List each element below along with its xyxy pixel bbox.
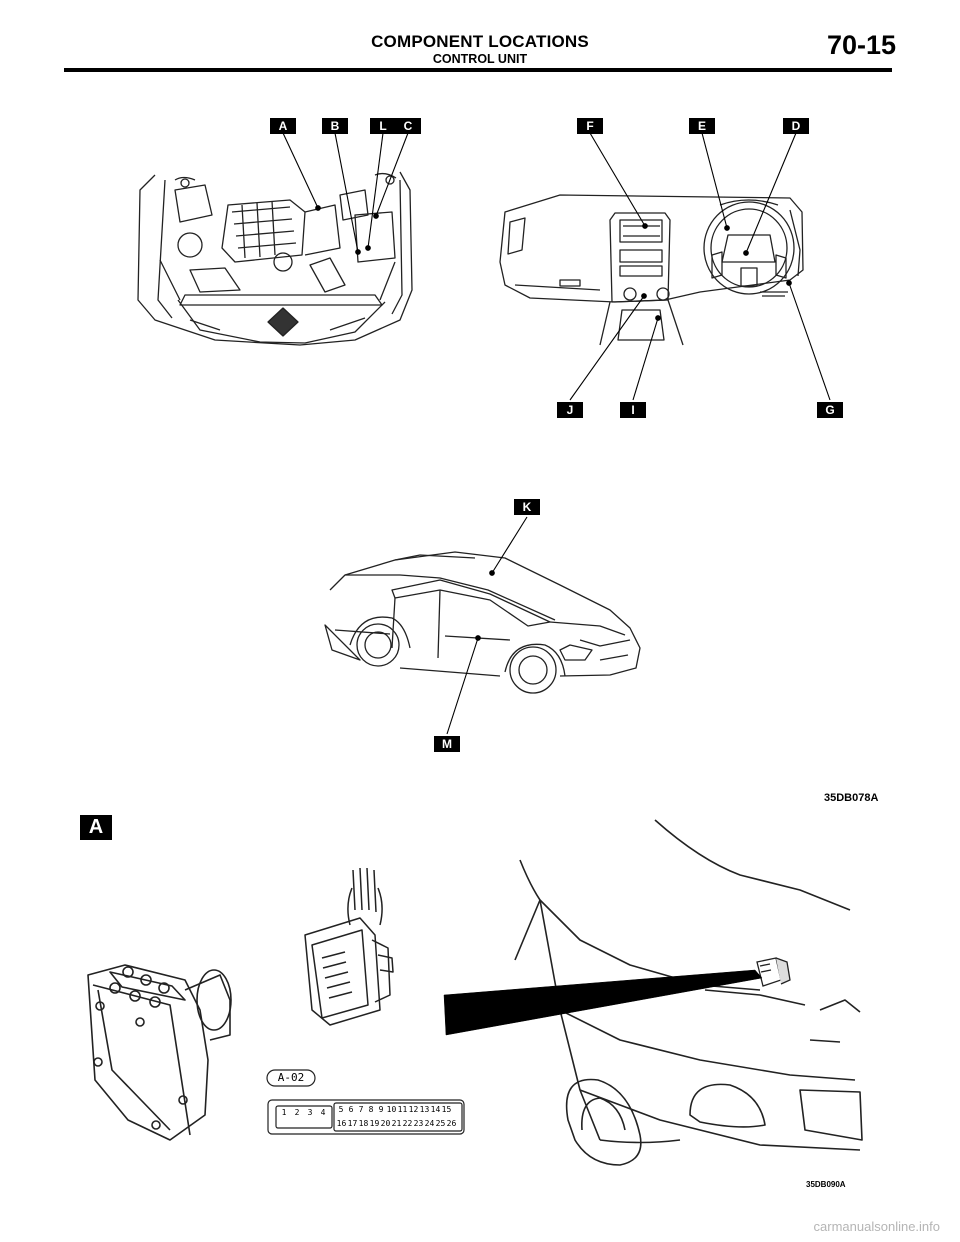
- pin-1: 1: [281, 1108, 287, 1117]
- pin-19: 19: [369, 1119, 380, 1128]
- pin-26: 26: [446, 1119, 457, 1128]
- callout-i: I: [620, 402, 646, 418]
- watermark: carmanualsonline.info: [813, 1219, 940, 1234]
- callout-e: E: [689, 118, 715, 134]
- view-label-box: [80, 815, 112, 840]
- pin-10: 10: [386, 1105, 397, 1114]
- front-vehicle-drawing: [514, 819, 863, 1166]
- callout-d: D: [783, 118, 809, 134]
- engine-compartment-drawing: [137, 171, 413, 346]
- page-title: COMPONENT LOCATIONS: [371, 32, 589, 51]
- pin-4: 4: [320, 1108, 326, 1117]
- pin-12: 12: [408, 1105, 419, 1114]
- pin-20: 20: [380, 1119, 391, 1128]
- pin-row-2: 16 17 18 19 20 21 22 23 24 25 26: [336, 1119, 462, 1131]
- callout-f: F: [577, 118, 603, 134]
- vehicle-drawing: [324, 551, 641, 694]
- pin-22: 22: [402, 1119, 413, 1128]
- pin-15: 15: [441, 1105, 452, 1114]
- callout-g: G: [817, 402, 843, 418]
- pin-25: 25: [435, 1119, 446, 1128]
- figure-code: 35DB078A: [824, 792, 879, 804]
- pin-6: 6: [348, 1105, 354, 1114]
- pin-16: 16: [336, 1119, 347, 1128]
- pin-11: 11: [397, 1105, 408, 1114]
- pin-13: 13: [419, 1105, 430, 1114]
- pin-14: 14: [430, 1105, 441, 1114]
- figure-code-2: 35DB090A: [806, 1180, 846, 1189]
- pin-3: 3: [307, 1108, 313, 1117]
- pin-24: 24: [424, 1119, 435, 1128]
- callout-l: L: [370, 118, 396, 134]
- section-subtitle: CONTROL UNIT: [432, 52, 528, 66]
- pin-23: 23: [413, 1119, 424, 1128]
- pin-5: 5: [338, 1105, 344, 1114]
- abs-module-marker: [756, 957, 791, 987]
- callout-m: M: [434, 736, 460, 752]
- connector-label: A-02: [277, 1071, 305, 1084]
- pin-9: 9: [378, 1105, 384, 1114]
- abs-connector-drawing: [304, 867, 394, 1026]
- callout-b: B: [322, 118, 348, 134]
- pin-7: 7: [358, 1105, 364, 1114]
- pin-18: 18: [358, 1119, 369, 1128]
- callout-j: J: [557, 402, 583, 418]
- connector-pin-diagram: [266, 1069, 465, 1135]
- callout-k: K: [514, 499, 540, 515]
- page-number: 70-15: [826, 30, 896, 60]
- pin-21: 21: [391, 1119, 402, 1128]
- pin-row-1: 1 2 3 4 5 6 7 8 9 10 11 12 13 14 15: [278, 1105, 462, 1117]
- pin-17: 17: [347, 1119, 358, 1128]
- dashboard-drawing: [499, 194, 804, 346]
- abs-hydraulic-unit-drawing: [87, 964, 232, 1141]
- view-label: A: [88, 816, 104, 838]
- pin-2: 2: [294, 1108, 300, 1117]
- callout-c: C: [395, 118, 421, 134]
- location-pointer-wedge: [443, 969, 763, 1036]
- header-rule: [64, 68, 892, 72]
- pin-8: 8: [368, 1105, 374, 1114]
- callout-a: A: [270, 118, 296, 134]
